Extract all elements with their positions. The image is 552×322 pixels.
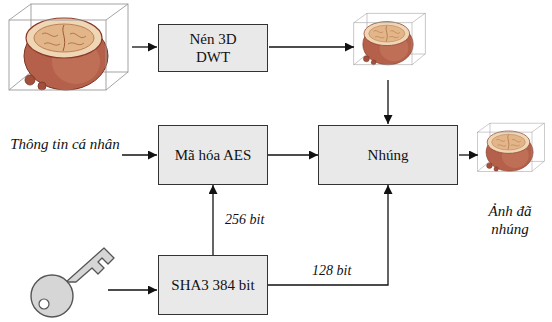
flow-arrow — [269, 46, 354, 47]
flow-arrow — [122, 154, 157, 155]
flow-arrow — [132, 46, 157, 47]
box-text: Nén 3D DWT — [171, 30, 255, 66]
edge-label: 128 bit — [310, 263, 353, 278]
volume-image-embedded — [478, 123, 545, 171]
secret-key-icon — [31, 248, 114, 317]
process-box: SHA3 384 bit — [158, 255, 268, 315]
flow-arrow — [387, 80, 388, 124]
edge-label: 256 bit — [223, 212, 266, 227]
connector-arrow — [268, 154, 318, 155]
connector-arrow — [268, 185, 388, 285]
process-box: Nén 3D DWT — [158, 24, 268, 72]
process-box: Nhúng — [318, 125, 458, 185]
flow-arrow — [108, 289, 157, 290]
box-text: Nhúng — [368, 146, 409, 164]
volume-image-compressed — [354, 13, 425, 65]
flow-arrow — [459, 154, 478, 155]
connector-arrow — [212, 185, 213, 255]
volume-image-original — [9, 4, 128, 90]
process-box: Mã hóa AES — [158, 125, 268, 185]
flow-arrows — [108, 47, 478, 290]
caption-label: Ảnh đã nhúng — [474, 202, 546, 238]
box-text: Mã hóa AES — [175, 146, 252, 164]
caption-label: Thông tin cá nhân — [8, 135, 122, 153]
box-text: SHA3 384 bit — [171, 276, 254, 294]
